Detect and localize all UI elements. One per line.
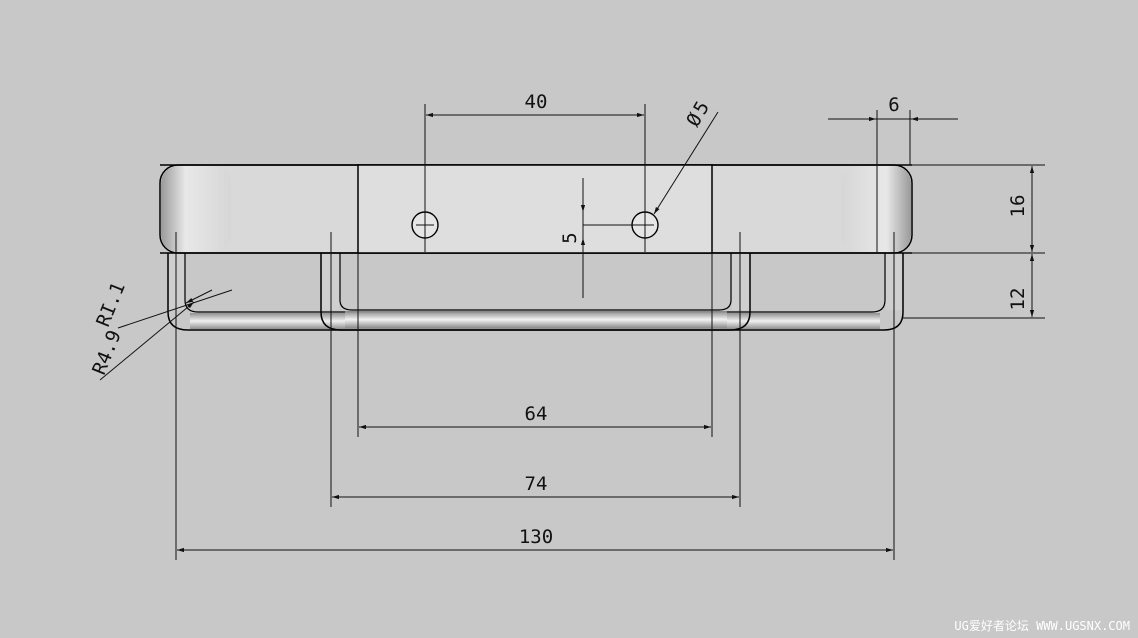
label-hole-spacing: 40 <box>525 91 548 113</box>
inner-u-tube <box>320 253 751 331</box>
label-hole-height: 5 <box>559 232 581 243</box>
part-body <box>159 164 913 331</box>
head-shade-left <box>161 166 231 252</box>
dimension-lines <box>99 111 1035 553</box>
outer-u-tube-inner <box>184 253 886 313</box>
label-head-height: 16 <box>1007 195 1029 218</box>
label-slot-inner-width: 64 <box>525 403 548 425</box>
inner-u-tube-bottom-shade <box>345 311 727 328</box>
label-fillet-outer: R4.9 <box>88 327 126 378</box>
head-shade-right <box>841 166 911 252</box>
label-edge-offset: 6 <box>888 94 899 116</box>
inner-u-tube-inner <box>339 253 732 311</box>
label-leg-height: 12 <box>1007 288 1029 311</box>
watermark: UG爱好者论坛 WWW.UGSNX.COM <box>954 619 1130 633</box>
label-overall-width: 130 <box>519 526 553 548</box>
center-block <box>357 164 713 254</box>
label-fillet-inner: RI.1 <box>92 279 130 330</box>
label-slot-outer-width: 74 <box>525 473 548 495</box>
leader-fillet-outer <box>99 301 195 381</box>
leader-hole-diameter <box>653 111 719 215</box>
leader-fillet-inner <box>117 289 233 329</box>
